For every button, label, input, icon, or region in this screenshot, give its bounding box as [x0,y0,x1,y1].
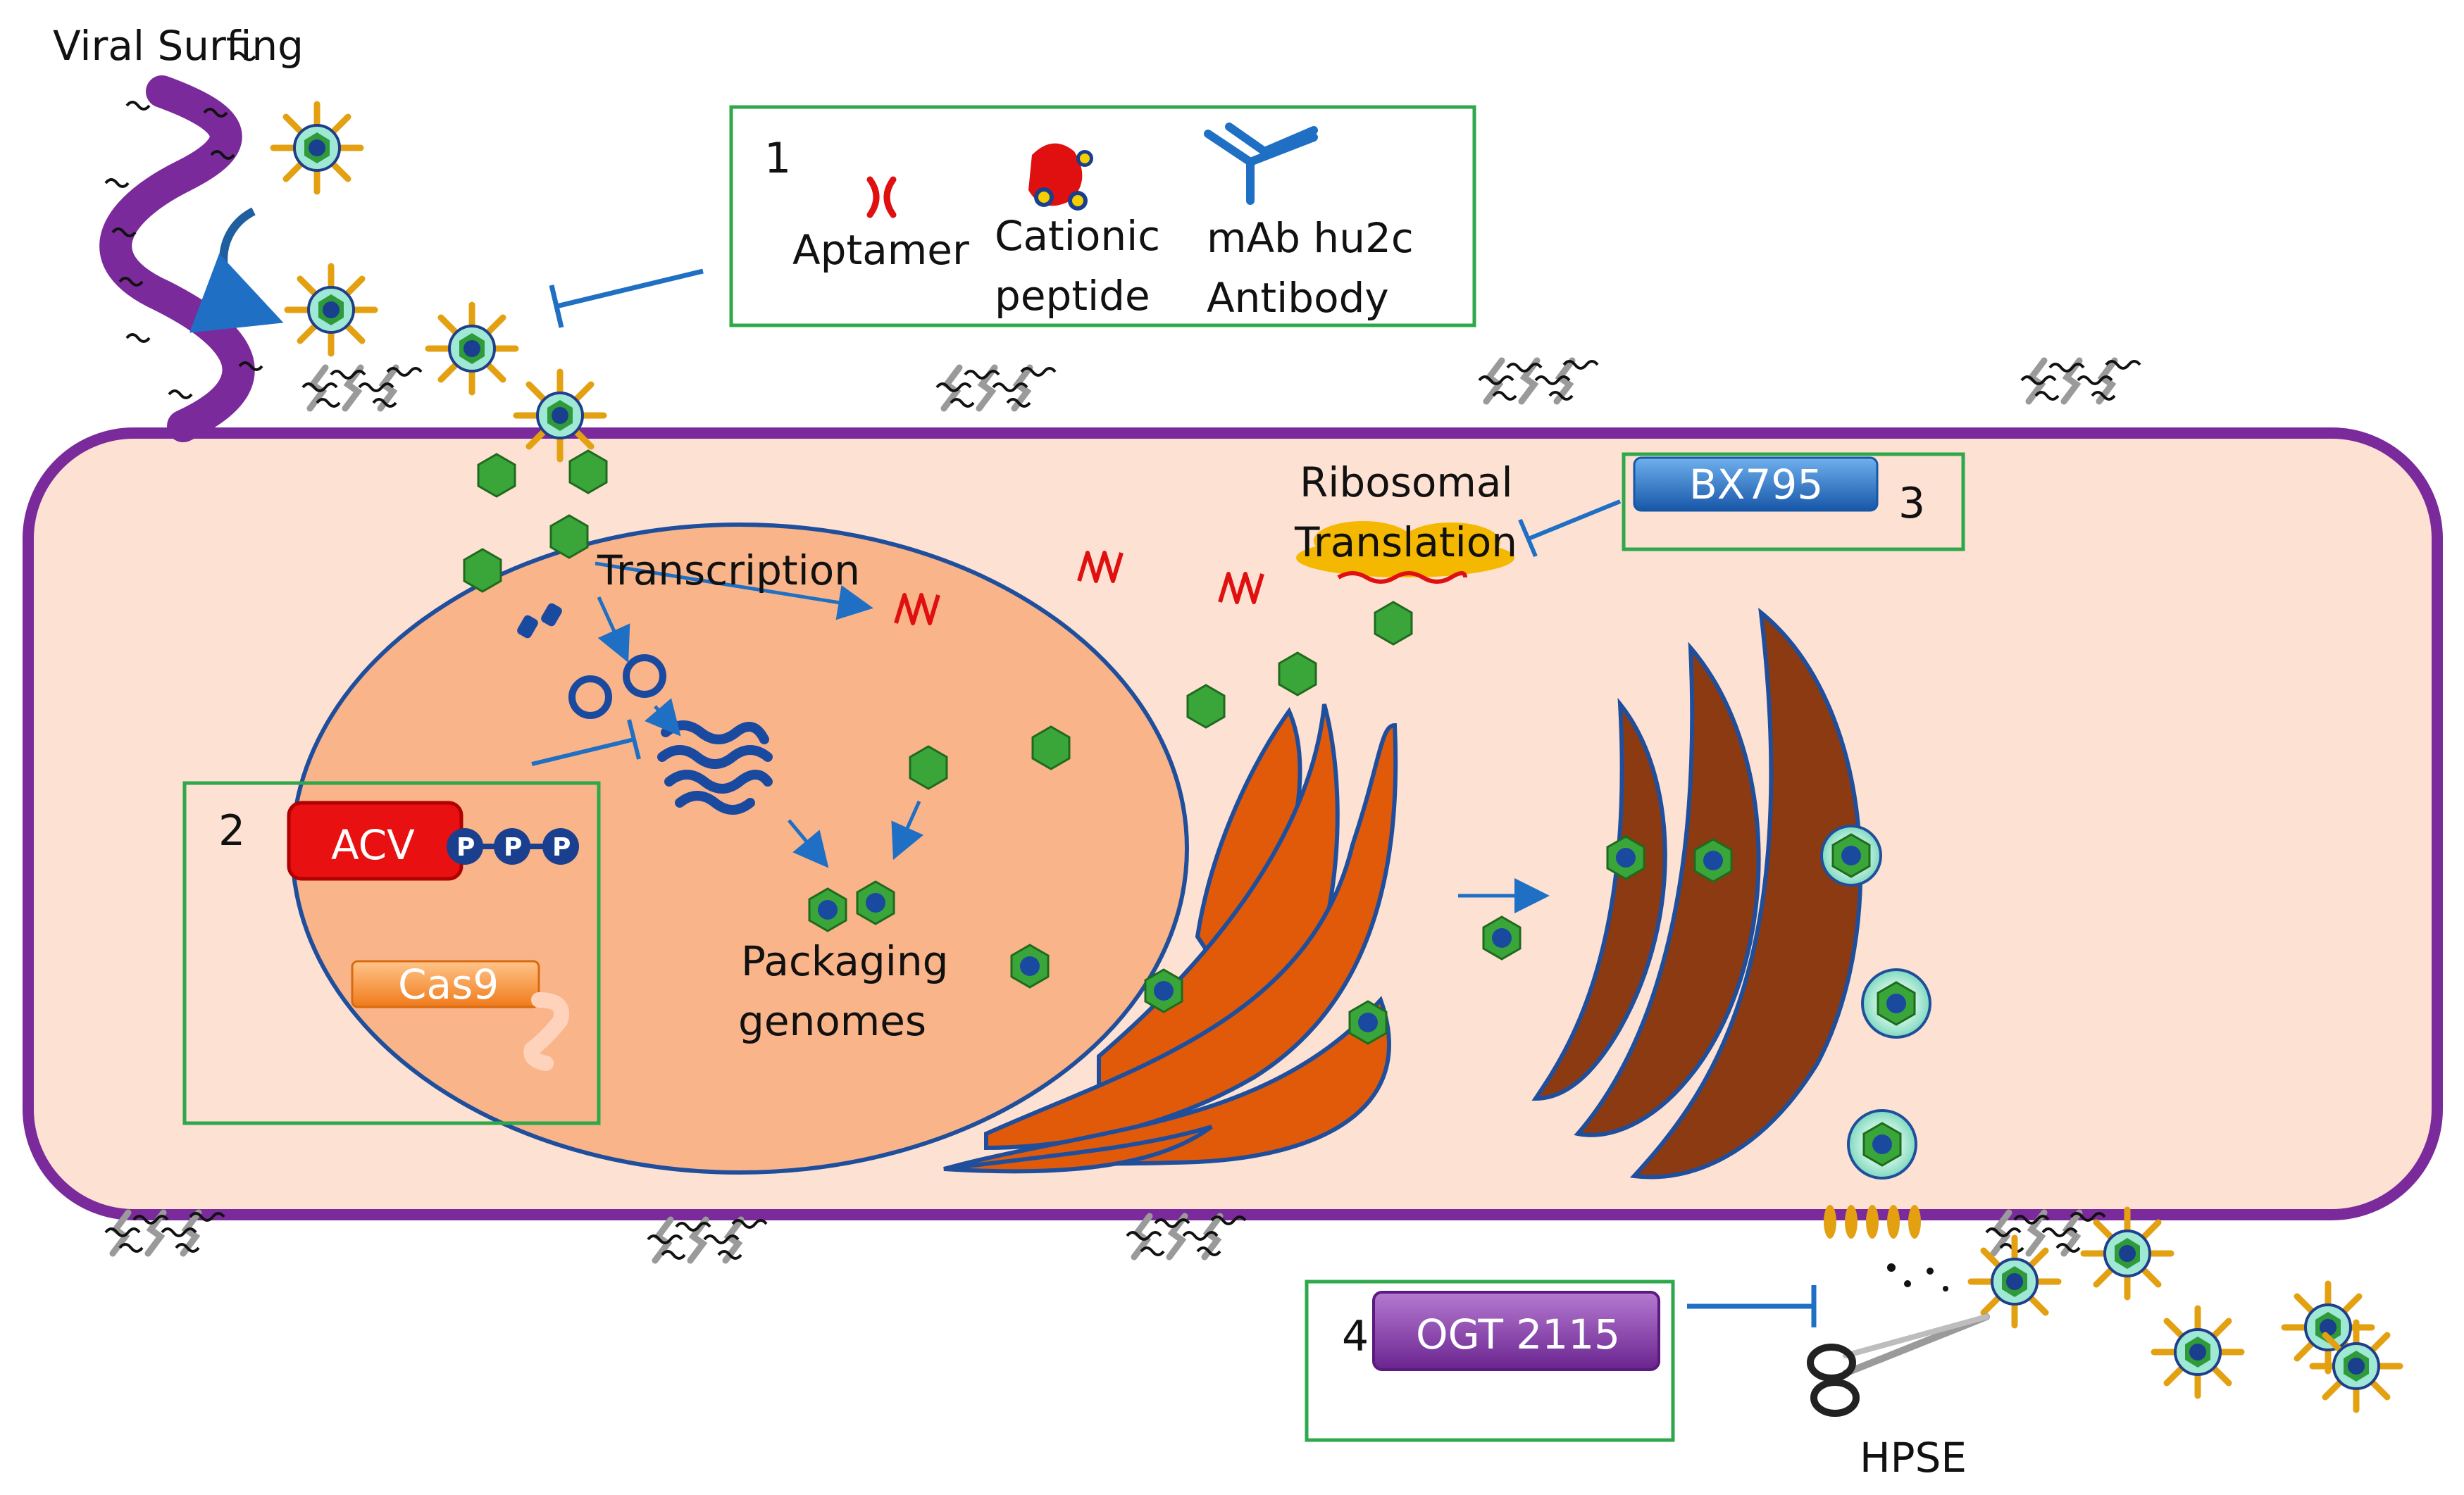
capsid-with-genome [1606,835,1645,880]
capsid [1031,725,1071,770]
capsid-with-genome [1693,838,1733,883]
capsid [1374,601,1413,646]
virion [2084,1210,2171,1297]
virion [1971,1238,2058,1325]
cas9-label: Cas9 [398,961,499,1008]
capsid [463,548,502,593]
inhibition-arrow-translation [1518,499,1622,558]
cationic-label-line1: Cationic [995,212,1160,260]
capsid-with-genome [856,880,895,925]
heparan-sulfate-cluster [303,368,421,408]
filopodium [99,75,255,442]
capsid [1186,684,1226,729]
acv-label: ACV [331,821,415,869]
capsid [909,745,948,790]
endoplasmic-reticulum [943,703,1398,1174]
packaging-label-line2: genomes [738,997,926,1045]
box-4-number: 4 [1342,1312,1369,1361]
inhibitor-box-4 [1305,1280,1675,1442]
vesicle [1847,1109,1917,1180]
heparan-sulfate-cluster [937,368,1055,408]
translation-label: Translation [1294,518,1517,566]
inhibitor-box-3 [1622,452,1965,551]
ribosome [1296,521,1514,584]
capsid-with-genome [1010,944,1050,989]
inhibition-arrow-entry [549,268,704,328]
phosphate-label: P [552,833,571,862]
ogt2115-block [1372,1291,1660,1371]
antibody-icon [1204,123,1318,205]
capsid-with-genome [1482,915,1522,961]
scissors-icon [1807,1313,1990,1417]
mab-label-line1: mAb hu2c [1207,214,1414,262]
phosphate-label: P [504,833,522,862]
inhibition-arrow-acv [531,719,641,766]
capsid [1278,651,1317,696]
heparan-sulfate-cluster [648,1220,766,1261]
cationic-peptide-icon [1028,143,1093,211]
inhibitor-box-2 [182,781,601,1125]
cleaved-glycan-fragments [1887,1263,1948,1291]
surfing-arrow [189,207,284,333]
box-3-number: 3 [1898,479,1925,528]
bx795-block [1633,456,1879,512]
virion [2154,1308,2241,1396]
transcription-label: Transcription [597,546,860,594]
viral-dna-concatemer [657,720,773,815]
viral-dna-linear [517,603,562,639]
viral-surfing-label: Viral Surfing [53,22,304,70]
filopodium-glycans [104,51,263,399]
capsid-with-genome [808,887,847,932]
cationic-label-line2: peptide [995,272,1150,320]
capsid [477,453,516,498]
viral-dna-circular [568,654,666,719]
capsid-with-genome [1144,968,1183,1013]
aptamer-icon [866,176,897,218]
vesicle [1820,825,1882,887]
packaging-label-line1: Packaging [741,937,948,985]
phosphate-label: P [456,833,475,862]
aptamer-label: Aptamer [792,226,969,274]
vesicle [1861,968,1931,1039]
inhibition-arrow-hpse [1687,1285,1817,1327]
golgi-apparatus [1531,608,1863,1180]
virion [287,266,375,354]
box-1-number: 1 [764,134,791,183]
virion [516,372,604,459]
pathway-arrows [595,561,1550,913]
cas9-block [351,960,540,1008]
bx795-label: BX795 [1689,461,1823,508]
box-2-number: 2 [218,806,245,856]
inhibitor-box-1 [729,105,1476,327]
virion [273,104,361,192]
hpse-label: HPSE [1860,1434,1967,1482]
heparan-sulfate-cluster [2022,361,2140,401]
capsid [549,514,589,559]
guide-rna-icon [523,992,569,1071]
fusion-glycoproteins [1824,1205,1921,1239]
capsid [568,449,608,494]
heparan-sulfate-cluster [1479,361,1598,401]
heparan-sulfate-cluster [1127,1216,1245,1257]
virion [428,305,516,392]
mab-label-line2: Antibody [1207,274,1389,322]
ribosomal-label: Ribosomal [1300,458,1513,506]
triphosphate-chain [447,828,579,865]
virion [2313,1322,2400,1410]
capsid-with-genome [1348,1000,1388,1045]
ogt2115-label: OGT 2115 [1416,1311,1620,1358]
